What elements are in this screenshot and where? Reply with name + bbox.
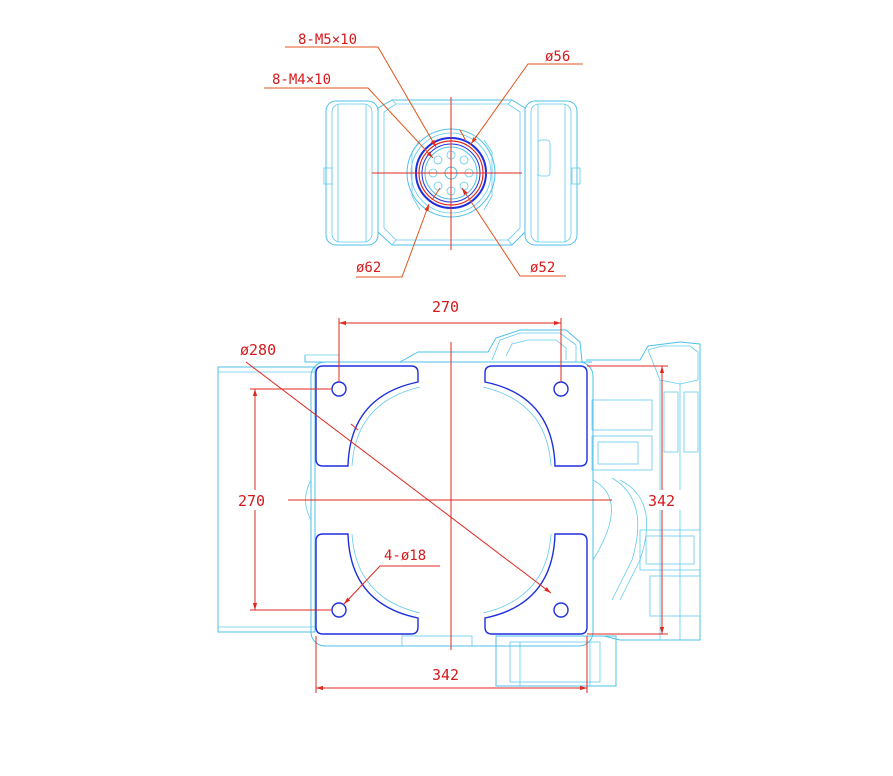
circle-dia-label: ø280 [240, 341, 276, 359]
top-view-flange [372, 97, 522, 250]
left-270-bg [234, 490, 274, 510]
holes-label: 4-ø18 [384, 548, 426, 564]
base-view-background-outline [217, 329, 701, 687]
hole-span-left-label: 270 [238, 492, 265, 510]
base-dimensions [245, 318, 668, 693]
top-270-bg [428, 296, 472, 316]
thread-m4-label: 8-M4×10 [272, 72, 331, 88]
right-342-bg [646, 490, 682, 510]
hole-span-top-label: 270 [432, 298, 459, 316]
dia-52-label: ø52 [530, 260, 555, 276]
base-plate [315, 365, 588, 635]
height-label: 342 [648, 492, 675, 510]
width-label: 342 [432, 666, 459, 684]
thread-m5-label: 8-M5×10 [298, 32, 357, 48]
dia-62-label: ø62 [356, 260, 381, 276]
top-view-leaders [264, 46, 583, 278]
dia-56-label: ø56 [545, 49, 570, 65]
